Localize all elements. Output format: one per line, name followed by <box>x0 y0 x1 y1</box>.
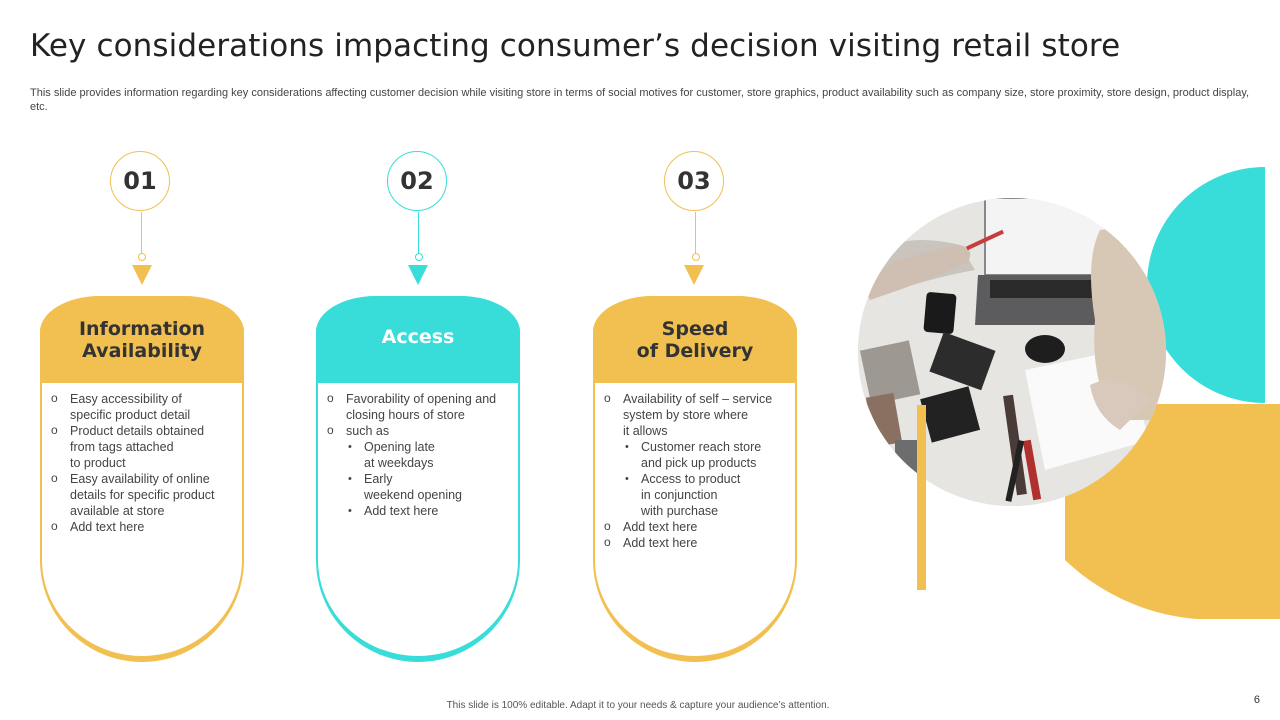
sub-bullet-item: Customer reach store <box>603 439 789 455</box>
connector-line <box>695 212 696 254</box>
sub-bullet-item: Opening late <box>326 439 512 455</box>
bullet-item: Add text here <box>603 518 789 535</box>
connector-line <box>141 212 142 254</box>
teal-half-circle <box>1147 167 1265 403</box>
sub-bullet-item: Access to product <box>603 471 789 487</box>
card-heading: Information Availability <box>40 296 244 383</box>
down-arrow-icon <box>684 265 704 285</box>
sub-bullet-item: Early <box>326 471 512 487</box>
slide-subtitle: This slide provides information regardin… <box>30 87 1250 113</box>
bullet-item: Easy availability of online <box>50 470 236 487</box>
bullet-item-continued: it allows <box>623 424 668 438</box>
card-body: Availability of self – service system by… <box>603 390 789 551</box>
bullet-item-continued: details for specific product <box>70 488 215 502</box>
sub-bullet-item-continued: with purchase <box>641 504 719 518</box>
bullet-item: Add text here <box>50 518 236 535</box>
connector-dot <box>415 253 423 261</box>
bullet-item-continued: available at store <box>70 504 165 518</box>
bullet-item: Add text here <box>603 534 789 551</box>
card-access: Access Favorability of opening and closi… <box>316 296 520 662</box>
down-arrow-icon <box>132 265 152 285</box>
slide-footer: This slide is 100% editable. Adapt it to… <box>446 700 830 711</box>
bullet-item: Easy accessibility of <box>50 390 236 407</box>
card-information-availability: Information Availability Easy accessibil… <box>40 296 244 662</box>
step-number-02: 02 <box>387 151 447 211</box>
card-body: Easy accessibility of specific product d… <box>50 390 236 535</box>
step-number-01: 01 <box>110 151 170 211</box>
sub-bullet-item-continued: weekend opening <box>364 488 462 502</box>
page-number: 6 <box>1253 694 1260 706</box>
sub-bullet-item: Add text here <box>326 503 512 519</box>
card-body: Favorability of opening and closing hour… <box>326 390 512 519</box>
connector-line <box>418 212 419 254</box>
sub-bullet-item-continued: and pick up products <box>641 456 757 470</box>
bullet-item-continued: from tags attached <box>70 440 174 454</box>
bullet-item-continued: specific product detail <box>70 408 191 422</box>
bullet-item: Availability of self – service <box>603 390 789 407</box>
connector-dot <box>692 253 700 261</box>
sub-bullet-item-continued: in conjunction <box>641 488 718 502</box>
card-heading: Speed of Delivery <box>593 296 797 383</box>
slide-title: Key considerations impacting consumer’s … <box>30 28 1121 64</box>
sub-bullet-item-continued: at weekdays <box>364 456 434 470</box>
step-number-03: 03 <box>664 151 724 211</box>
down-arrow-icon <box>408 265 428 285</box>
yellow-vertical-bar <box>917 405 926 590</box>
card-heading: Access <box>316 296 520 383</box>
connector-dot <box>138 253 146 261</box>
bullet-item-continued: closing hours of store <box>346 408 465 422</box>
bullet-item-continued: system by store where <box>623 408 749 422</box>
bullet-item: Favorability of opening and <box>326 390 512 407</box>
decorative-graphic <box>858 167 1280 620</box>
bullet-item-continued: to product <box>70 456 126 470</box>
bullet-item: such as <box>326 422 512 439</box>
bullet-item: Product details obtained <box>50 422 236 439</box>
card-speed-of-delivery: Speed of Delivery Availability of self –… <box>593 296 797 662</box>
